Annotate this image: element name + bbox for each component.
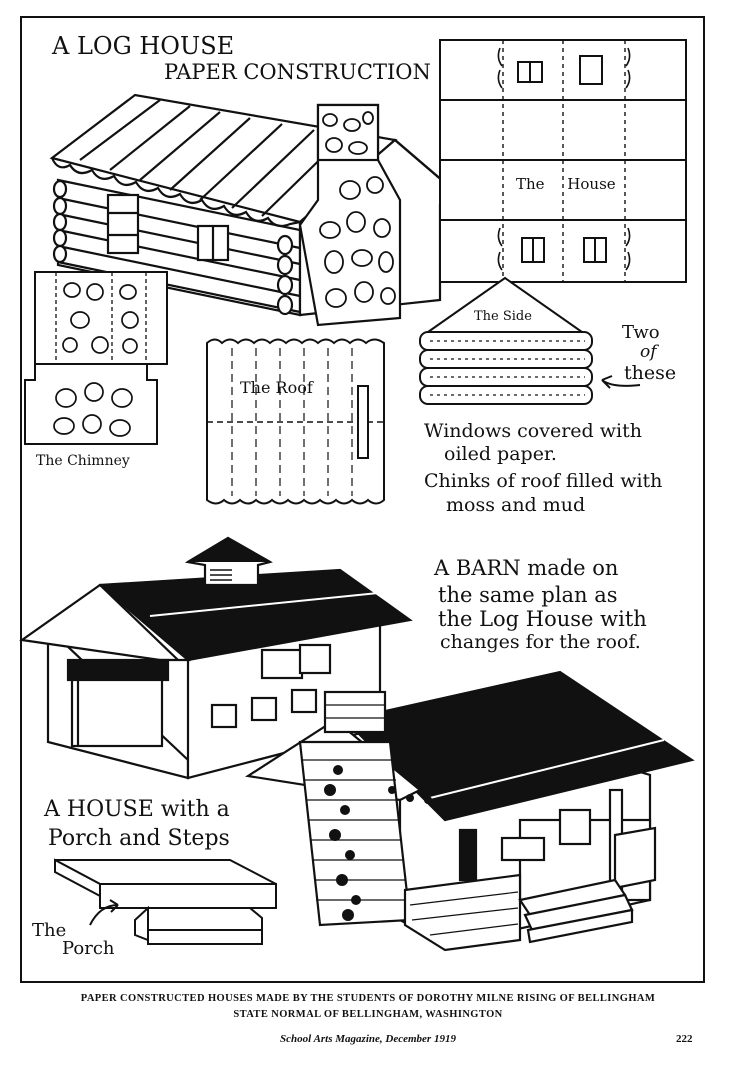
magazine-footer: School Arts Magazine, December 1919: [280, 1033, 456, 1045]
house-text-line2: Porch and Steps: [48, 826, 230, 851]
caption-line2: STATE NORMAL OF BELLINGHAM, WASHINGTON: [233, 1009, 503, 1020]
the-porch-label-1: The: [32, 920, 67, 941]
bungalow-drawing: [244, 670, 695, 952]
chimney-pattern: [24, 271, 168, 445]
barn-text-line1: A BARN made on: [434, 556, 619, 580]
plate-border: [20, 16, 705, 983]
chinks-note-line1: Chinks of roof filled with: [424, 470, 663, 492]
the-porch-label-2: Porch: [62, 938, 115, 959]
two-of-these-label-2: of: [640, 342, 657, 362]
log-house-title-line2: PAPER CONSTRUCTION: [164, 60, 431, 84]
page-number: 222: [676, 1033, 693, 1045]
two-of-these-label-1: Two: [622, 322, 660, 343]
windows-note-line2: oiled paper.: [444, 443, 557, 465]
house-text-line1: A HOUSE with a: [44, 797, 230, 822]
windows-note-line1: Windows covered with: [424, 420, 642, 442]
house-pattern: [439, 39, 687, 283]
barn-text-line2: the same plan as: [438, 583, 618, 607]
barn-text-line4: changes for the roof.: [440, 631, 641, 653]
two-of-these-label-3: these: [624, 362, 677, 384]
the-house-label: The House: [516, 175, 616, 193]
side-pattern: [419, 276, 641, 405]
log-house-title-line1: A LOG HOUSE: [52, 32, 235, 60]
barn-text-line3: the Log House with: [438, 607, 647, 631]
caption-line1: PAPER CONSTRUCTED HOUSES MADE BY THE STU…: [80, 993, 656, 1004]
roof-pattern: [206, 338, 385, 505]
the-chimney-label: The Chimney: [36, 453, 130, 469]
log-house-door: [106, 193, 140, 255]
porch-pattern: [54, 858, 277, 945]
the-side-label: The Side: [474, 309, 532, 324]
chinks-note-line2: moss and mud: [446, 494, 586, 516]
the-roof-label: The Roof: [240, 378, 313, 397]
log-house-drawing: [49, 93, 468, 327]
ivy-vine: [324, 765, 432, 921]
